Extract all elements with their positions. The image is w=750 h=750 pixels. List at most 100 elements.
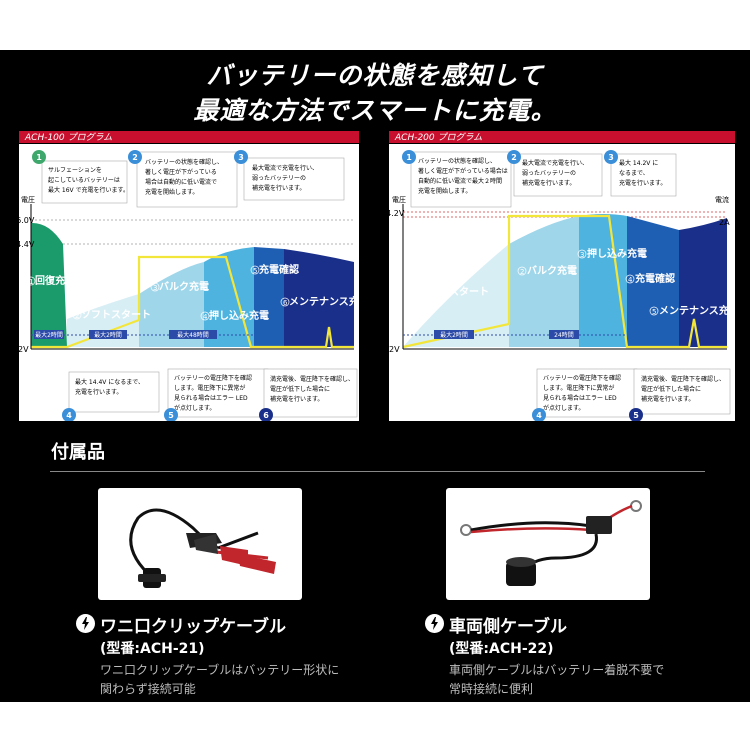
stage-num-3: 3	[580, 251, 584, 259]
svg-text:満充電後、電圧降下を確認し、: 満充電後、電圧降下を確認し、	[270, 375, 354, 383]
y-tick-16v: 16.0V	[19, 216, 35, 225]
badge-3: 3	[608, 153, 614, 162]
voltage-line	[402, 214, 727, 349]
chart-title-bar: ACH-200 プログラム	[389, 131, 735, 144]
area-recovery	[31, 222, 67, 347]
clip-cable-photo	[98, 488, 302, 600]
svg-text:充電を行います。: 充電を行います。	[619, 179, 666, 187]
svg-text:充電を行います。: 充電を行います。	[75, 388, 122, 396]
stage-label-2: バルク充電	[527, 264, 577, 277]
y-tick-2v: 2V	[19, 345, 29, 354]
svg-text:場合は自動的に低い電流で: 場合は自動的に低い電流で	[145, 178, 217, 186]
y-tick-14v: 14.2V	[389, 209, 405, 218]
badge-5: 5	[633, 411, 639, 420]
ylabel-ach200: 電圧	[392, 196, 406, 204]
chart-title: ACH-200 プログラム	[395, 133, 483, 143]
area-bulk	[509, 216, 579, 347]
svg-text:します。電圧降下に異常が: します。電圧降下に異常が	[543, 384, 614, 392]
badge-4: 4	[536, 411, 542, 420]
note-1: バッテリーの状態を確認し、 著しく電圧が下がっている場合は 自動的に低い電流で最…	[410, 151, 512, 208]
svg-text:バッテリーの状態を確認し、: バッテリーの状態を確認し、	[145, 158, 223, 166]
time-label-1: 最大2時間	[440, 331, 468, 339]
svg-text:なるまで、: なるまで、	[619, 170, 649, 177]
clip-cable-desc: ワニ口クリップケーブルはバッテリー形状に 関わらず接続可能	[100, 663, 340, 696]
stage-label-3: 押し込み充電	[587, 247, 647, 260]
stage-label-1: 回復充電	[35, 274, 75, 287]
stage-label-2: ソフトスタート	[81, 309, 151, 321]
time-label-2: 24時間	[554, 331, 574, 339]
badge-1: 1	[36, 153, 42, 162]
stage-label-1: ソフトスタート	[419, 286, 489, 298]
svg-text:充電を開始します。: 充電を開始します。	[145, 188, 198, 196]
svg-text:著しく電圧が下がっている場合は: 著しく電圧が下がっている場合は	[418, 167, 508, 175]
area-check	[627, 216, 679, 347]
area-push	[204, 247, 254, 347]
y-tick-2v: 2V	[389, 345, 400, 354]
stage-num-3: 3	[153, 284, 157, 292]
svg-text:弱ったバッテリーの: 弱ったバッテリーの	[522, 170, 576, 177]
badge-1: 1	[406, 153, 412, 162]
chart-ach100: ACH-100 プログラム 電圧 16.0V 14.4V 2V 最大2時間 最大…	[19, 131, 359, 421]
area-bulk	[139, 262, 204, 347]
time-label-2: 最大2時間	[94, 331, 122, 339]
stage-label-6: メンテナンス充電	[289, 295, 359, 308]
chart-ach200-plot: 電圧 電流 14.2V 2V 2A 最大2時間 24時間 ソフトスタート バルク…	[389, 144, 735, 421]
note-5: バッテリーの電圧降下を確認 します。電圧降下に異常が 見られる場合はエラー LE…	[167, 368, 269, 418]
area-check	[254, 247, 284, 347]
area-soft-start	[403, 244, 509, 347]
stage-num-1: 1	[412, 289, 416, 297]
chart-ach100-plot: 電圧 16.0V 14.4V 2V 最大2時間 最大2時間 最大48時間 回復充…	[19, 144, 359, 421]
note-1: サルフェーションを 起こしているバッテリーは 最大 16V で充電を行います。	[41, 160, 129, 204]
vehicle-cable-name: 車両側ケーブル	[449, 617, 567, 637]
stage-label-4: 押し込み充電	[209, 309, 269, 322]
svg-text:見られる場合はエラー LED: 見られる場合はエラー LED	[543, 394, 617, 402]
stage-num-4: 4	[203, 313, 208, 321]
svg-text:電圧が低下した場合に: 電圧が低下した場合に	[641, 385, 701, 393]
svg-text:著しく電圧が下がっている: 著しく電圧が下がっている	[145, 168, 217, 176]
stage-label-4: 充電確認	[635, 272, 675, 285]
badge-6: 6	[263, 411, 269, 420]
lightning-bolt-icon	[76, 614, 95, 633]
svg-text:充電を開始します。: 充電を開始します。	[418, 187, 471, 195]
stage-num-2: 2	[75, 312, 79, 320]
time-label-1: 最大2時間	[35, 331, 63, 339]
badge-3: 3	[238, 153, 244, 162]
y2label-ach200: 電流	[715, 195, 729, 204]
stage-num-6: 6	[283, 299, 288, 307]
note-2: 最大電流で充電を行い、 弱ったバッテリーの 補充電を行います。	[513, 153, 603, 197]
svg-text:自動的に低い電流で最大２時間: 自動的に低い電流で最大２時間	[418, 177, 502, 185]
chart-title: ACH-100 プログラム	[25, 133, 113, 143]
stage-num-4: 4	[628, 276, 633, 284]
vehicle-cable-photo	[446, 488, 650, 600]
stage-num-2: 2	[520, 268, 524, 276]
svg-text:バッテリーの電圧降下を確認: バッテリーの電圧降下を確認	[174, 374, 252, 382]
accessories-divider	[50, 471, 705, 472]
svg-text:バッテリーの電圧降下を確認: バッテリーの電圧降下を確認	[543, 374, 621, 382]
area-maint	[679, 218, 727, 347]
clip-cable-model: (型番:ACH-21)	[100, 641, 205, 657]
badge-5: 5	[168, 411, 174, 420]
clip-cable-name: ワニ口クリップケーブル	[100, 617, 286, 637]
svg-text:起こしているバッテリーは: 起こしているバッテリーは	[48, 176, 120, 184]
note-2: バッテリーの状態を確認し、 著しく電圧が下がっている 場合は自動的に低い電流で …	[136, 151, 238, 208]
svg-text:電圧が低下した場合に: 電圧が低下した場合に	[270, 385, 330, 393]
note-6: 満充電後、電圧降下を確認し、 電圧が低下した場合に 補充電を行います。	[263, 368, 358, 418]
y2-tick-2a: 2A	[719, 218, 730, 227]
badge-2: 2	[511, 153, 517, 162]
note-4: バッテリーの電圧降下を確認 します。電圧降下に異常が 見られる場合はエラー LE…	[536, 368, 638, 418]
stage-label-5: メンテナンス充電	[659, 304, 735, 317]
svg-text:補充電を行います。: 補充電を行います。	[522, 179, 575, 187]
svg-text:最大 16V で充電を行います。: 最大 16V で充電を行います。	[48, 186, 129, 194]
chart-ach200: ACH-200 プログラム 電圧 電流 14.2V 2V 2A 最大2時間 24…	[389, 131, 735, 421]
note-4: 最大 14.4V になるまで、 充電を行います。	[68, 371, 160, 413]
svg-text:が点灯します。: が点灯します。	[174, 404, 215, 412]
time-label-3: 最大48時間	[177, 331, 209, 339]
chart-title-bar: ACH-100 プログラム	[19, 131, 359, 144]
svg-text:最大 14.4V になるまで、: 最大 14.4V になるまで、	[75, 378, 144, 386]
stage-label-5: 充電確認	[259, 263, 299, 276]
svg-text:補充電を行います。: 補充電を行います。	[270, 395, 323, 403]
y-tick-14v: 14.4V	[19, 240, 35, 249]
svg-text:最大電流で充電を行い、: 最大電流で充電を行い、	[252, 164, 318, 172]
svg-text:最大 14.2V に: 最大 14.2V に	[619, 159, 658, 167]
svg-text:補充電を行います。: 補充電を行います。	[252, 184, 305, 192]
